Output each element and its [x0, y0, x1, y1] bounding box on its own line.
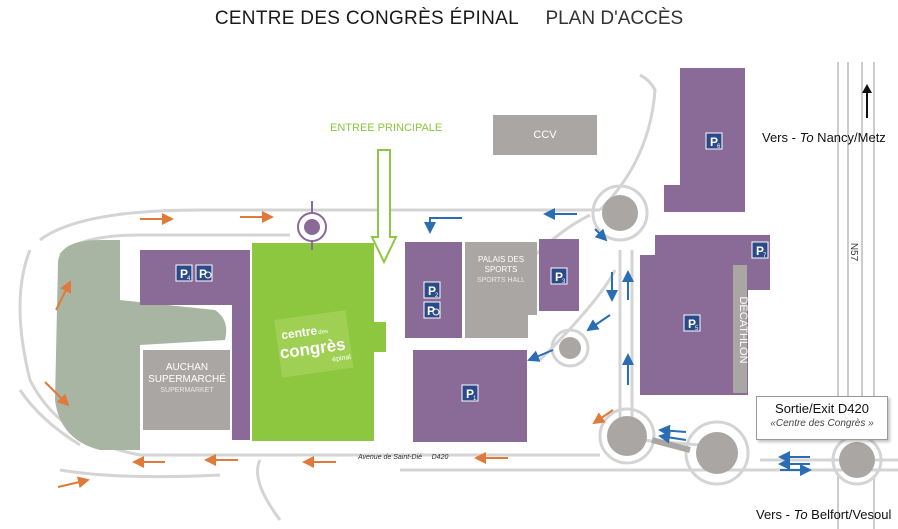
- n57-label: N57: [848, 243, 859, 262]
- blue-direction-arrows: [424, 208, 812, 476]
- highway-n57: [837, 62, 875, 529]
- parking-sign-7: P 7: [751, 241, 769, 259]
- map-header: CENTRE DES CONGRÈS ÉPINAL PLAN D'ACCÈS: [0, 8, 898, 30]
- parking-sign-4: P 4: [175, 264, 193, 282]
- auchan-building: [143, 350, 230, 430]
- palais-label-2: SPORTS: [485, 265, 518, 274]
- svg-text:P: P: [199, 267, 207, 281]
- wheelchair-icon-p2: P: [423, 301, 441, 319]
- parking-4-building: [140, 250, 250, 305]
- auchan-label-3: SUPERMARKET: [160, 387, 214, 394]
- north-direction-arrow: [862, 84, 872, 118]
- svg-text:P: P: [555, 270, 563, 284]
- svg-text:P: P: [427, 304, 435, 318]
- svg-text:P: P: [710, 135, 718, 149]
- entrance-label: ENTREE PRINCIPALE: [330, 122, 442, 134]
- exit-title: Sortie/Exit D420: [775, 401, 869, 416]
- logo-line-3: épinal: [332, 354, 352, 364]
- parking-sign-1: P 1: [461, 384, 479, 402]
- palais-label-3: SPORTS HALL: [477, 277, 525, 284]
- svg-text:P: P: [466, 387, 474, 401]
- parking-sign-2: P 2: [423, 281, 441, 299]
- parking-6-building: [664, 68, 745, 212]
- parking-sign-6: P 6: [705, 132, 723, 150]
- parking-sign-3: P 3: [550, 267, 568, 285]
- orange-direction-arrows: [44, 211, 614, 489]
- parking-5-building: [640, 235, 770, 395]
- parking-4-annex: [232, 295, 250, 440]
- map-subtitle: PLAN D'ACCÈS: [545, 8, 684, 29]
- svg-text:P: P: [428, 284, 436, 298]
- svg-text:1: 1: [473, 396, 477, 402]
- congres-logo: centre des congrès épinal: [274, 310, 354, 378]
- svg-text:P: P: [180, 267, 188, 281]
- exit-subtitle: «Centre des Congrès »: [770, 418, 874, 429]
- ccv-label: CCV: [533, 129, 557, 141]
- logo-small-word: des: [318, 329, 328, 336]
- logo-line-1: centre: [280, 323, 318, 342]
- avenue-name-label: Avenue de Saint-Dié: [357, 454, 422, 461]
- decathlon-building: [733, 265, 747, 393]
- roundabouts: [297, 184, 883, 486]
- destination-south: Vers - To Belfort/Vesoul: [756, 507, 892, 522]
- svg-text:2: 2: [435, 293, 439, 299]
- auchan-label-2: SUPERMARCHÉ: [148, 372, 226, 385]
- palais-des-sports-building: [465, 242, 537, 338]
- main-entrance-arrow: [370, 149, 398, 265]
- decathlon-label: DECATHLON: [737, 296, 749, 363]
- auchan-label-1: AUCHAN: [166, 362, 208, 373]
- avenue-code-label: D420: [432, 454, 449, 461]
- svg-text:3: 3: [562, 279, 566, 285]
- parking-sign-5: P 5: [683, 314, 701, 332]
- svg-text:4: 4: [187, 276, 191, 282]
- svg-text:6: 6: [717, 144, 721, 150]
- congres-annex: [372, 322, 386, 352]
- park-area: [55, 240, 227, 450]
- map-title: CENTRE DES CONGRÈS ÉPINAL: [214, 8, 519, 29]
- svg-text:7: 7: [763, 253, 767, 259]
- wheelchair-icon: P: [195, 264, 213, 282]
- svg-text:P: P: [688, 317, 696, 331]
- ccv-building: [493, 115, 597, 155]
- palais-label-1: PALAIS DES: [478, 255, 524, 264]
- svg-text:5: 5: [695, 326, 699, 332]
- exit-sign: Sortie/Exit D420 «Centre des Congrès »: [756, 396, 888, 440]
- destination-north: Vers - To Nancy/Metz: [762, 130, 886, 145]
- svg-text:P: P: [756, 244, 764, 258]
